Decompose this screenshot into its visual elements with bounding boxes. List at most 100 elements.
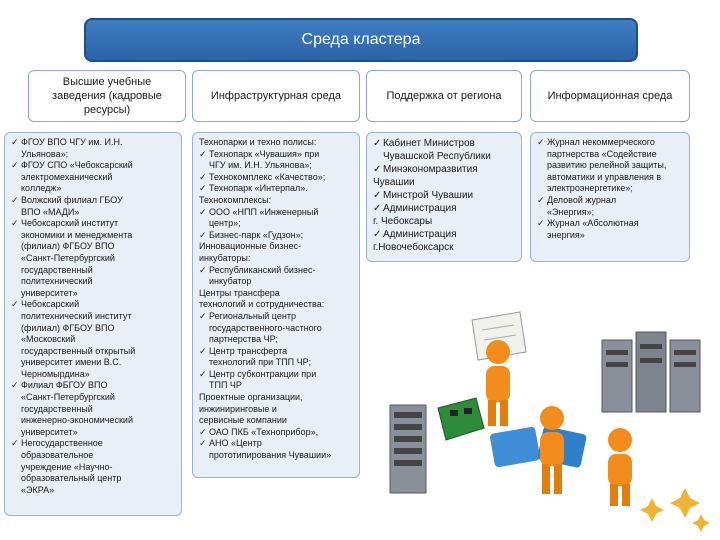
blueprint-document-icon	[471, 311, 527, 361]
checkmark-icon: ✓	[199, 345, 207, 356]
list-item-text: Технокомплексы:	[199, 194, 272, 205]
list-item-text: Центры трансфера	[199, 287, 280, 298]
header-universities: Высшие учебные заведения (кадровые ресур…	[28, 70, 186, 122]
list-item: ✓Технопарк «Интерпал».	[199, 183, 353, 195]
person-figure-right	[608, 428, 632, 506]
person-figure-middle	[540, 406, 564, 494]
list-item: инжиниринговые и	[199, 404, 353, 416]
list-item: Центры трансфера	[199, 288, 353, 300]
checkmark-icon: ✓	[373, 164, 382, 175]
list-item: Чувашии	[373, 176, 515, 189]
list-item: г.Новочебоксарск	[373, 241, 515, 254]
list-item-text: «Московский	[21, 334, 76, 345]
list-item-text: ОАО ПКБ «Техноприбор»,	[209, 426, 319, 437]
list-item-text: экономики и менеджмента	[21, 229, 133, 240]
list-item-text: Центр трансферта	[209, 345, 288, 356]
list-item-text: автоматики и управления в	[547, 171, 662, 182]
list-item-text: ТПП ЧР	[209, 380, 242, 391]
person-figure-left	[486, 340, 510, 426]
list-item-text: политехнический	[21, 276, 93, 287]
list-item-text: Технопарк «Интерпал».	[209, 183, 308, 194]
list-item: инкубаторы:	[199, 253, 353, 265]
list-item: ✓ОАО ПКБ «Техноприбор»,	[199, 427, 353, 439]
list-item-text: Чебоксарский	[21, 299, 80, 310]
list-item-text: Минстрой Чувашии	[383, 190, 474, 201]
list-item-text: прототипирования Чувашии»	[209, 450, 332, 461]
list-item-text: Технопарк «Чувашия» при	[209, 148, 320, 159]
list-item-text: г.Новочебоксарск	[373, 242, 454, 253]
list-item-text: Минэкономразвития	[383, 164, 478, 175]
list-item-text: Чувашии	[373, 177, 415, 188]
checkmark-icon: ✓	[373, 190, 382, 201]
list-item-text: развитию релейной защиты,	[547, 160, 667, 171]
list-item-text: Региональный центр	[209, 310, 296, 321]
list-item: ✓Бизнес-парк «Гудзон»;	[199, 230, 353, 242]
list-item-text: государственный открытый	[21, 345, 136, 356]
checkmark-icon: ✓	[11, 218, 19, 229]
list-item-text: Деловой журнал	[547, 194, 617, 205]
checkmark-icon: ✓	[11, 160, 19, 171]
circuit-board-icon	[437, 397, 485, 441]
list-item-text: Негосударственное	[21, 438, 103, 449]
list-item-text: Журнал «Абсолютная	[547, 218, 639, 229]
list-item-text: инкубатор	[209, 276, 252, 287]
list-item-text: ВПО «МАДИ»	[21, 206, 80, 217]
cluster-title-banner: Среда кластера	[84, 18, 638, 62]
server-rack-right	[601, 331, 701, 413]
list-item: ✓ФГОУ ВПО ЧГУ им. И.Н.Ульянова»;	[11, 137, 175, 160]
checkmark-icon: ✓	[11, 380, 19, 391]
list-item-text: Инновационные бизнес-	[199, 241, 301, 252]
list-item-text: университет имени В.С.	[21, 357, 122, 368]
list-item-text: АНО «Центр	[209, 438, 262, 449]
list-item-text: учреждение «Научно-	[21, 461, 113, 472]
checkmark-icon: ✓	[199, 148, 207, 159]
list-item: технологий и сотрудничества:	[199, 299, 353, 311]
checkmark-icon: ✓	[199, 171, 207, 182]
list-item-text: технологий и сотрудничества:	[199, 299, 325, 310]
list-item: Проектные организации,	[199, 392, 353, 404]
list-item: сервисные компании	[199, 415, 353, 427]
checkmark-icon: ✓	[11, 137, 19, 147]
list-item-text: партнерства ЧР;	[209, 334, 278, 345]
checkmark-icon: ✓	[199, 264, 207, 275]
list-item-text: Журнал некоммерческого	[547, 137, 655, 147]
list-item-text: университет»	[21, 287, 78, 298]
server-rack-left	[389, 404, 427, 494]
list-item-text: университет»	[21, 426, 78, 437]
checkmark-icon: ✓	[373, 203, 382, 214]
header-information-environment: Информационная среда	[530, 70, 690, 122]
list-item-text: «Санкт-Петербургский	[21, 252, 115, 263]
puzzle-pieces-icon	[490, 426, 587, 468]
list-item-text: Технокомплекс «Качество»;	[209, 171, 326, 182]
list-item: ✓Минстрой Чувашии	[373, 189, 515, 202]
list-item-text: инжиниринговые и	[199, 403, 277, 414]
list-item: ✓Технокомплекс «Качество»;	[199, 172, 353, 184]
checkmark-icon: ✓	[11, 438, 19, 449]
list-item-text: сервисные компании	[199, 415, 287, 426]
list-item-text: политехнический институт	[21, 310, 132, 321]
list-item-text: образовательный центр	[21, 473, 122, 484]
column-infrastructure: Технопарки и техно полисы:✓Технопарк «Чу…	[192, 132, 360, 478]
list-item-text: «ЭКРА»	[21, 484, 55, 495]
list-item-text: государственного-частного	[209, 322, 322, 333]
checkmark-icon: ✓	[537, 194, 545, 205]
list-item-text: (филиал) ФГБОУ ВПО	[21, 322, 115, 333]
list-item-text: Ульянова»;	[21, 148, 69, 159]
list-item-text: партнерства «Содействие	[547, 148, 657, 159]
list-item-text: Чебоксарский институт	[21, 218, 119, 229]
list-item-text: государственный	[21, 264, 93, 275]
list-item-text: Бизнес-парк «Гудзон»;	[209, 229, 304, 240]
list-item-text: Филиал ФБГОУ ВПО	[21, 380, 108, 391]
list-item-text: центр»;	[209, 218, 241, 229]
